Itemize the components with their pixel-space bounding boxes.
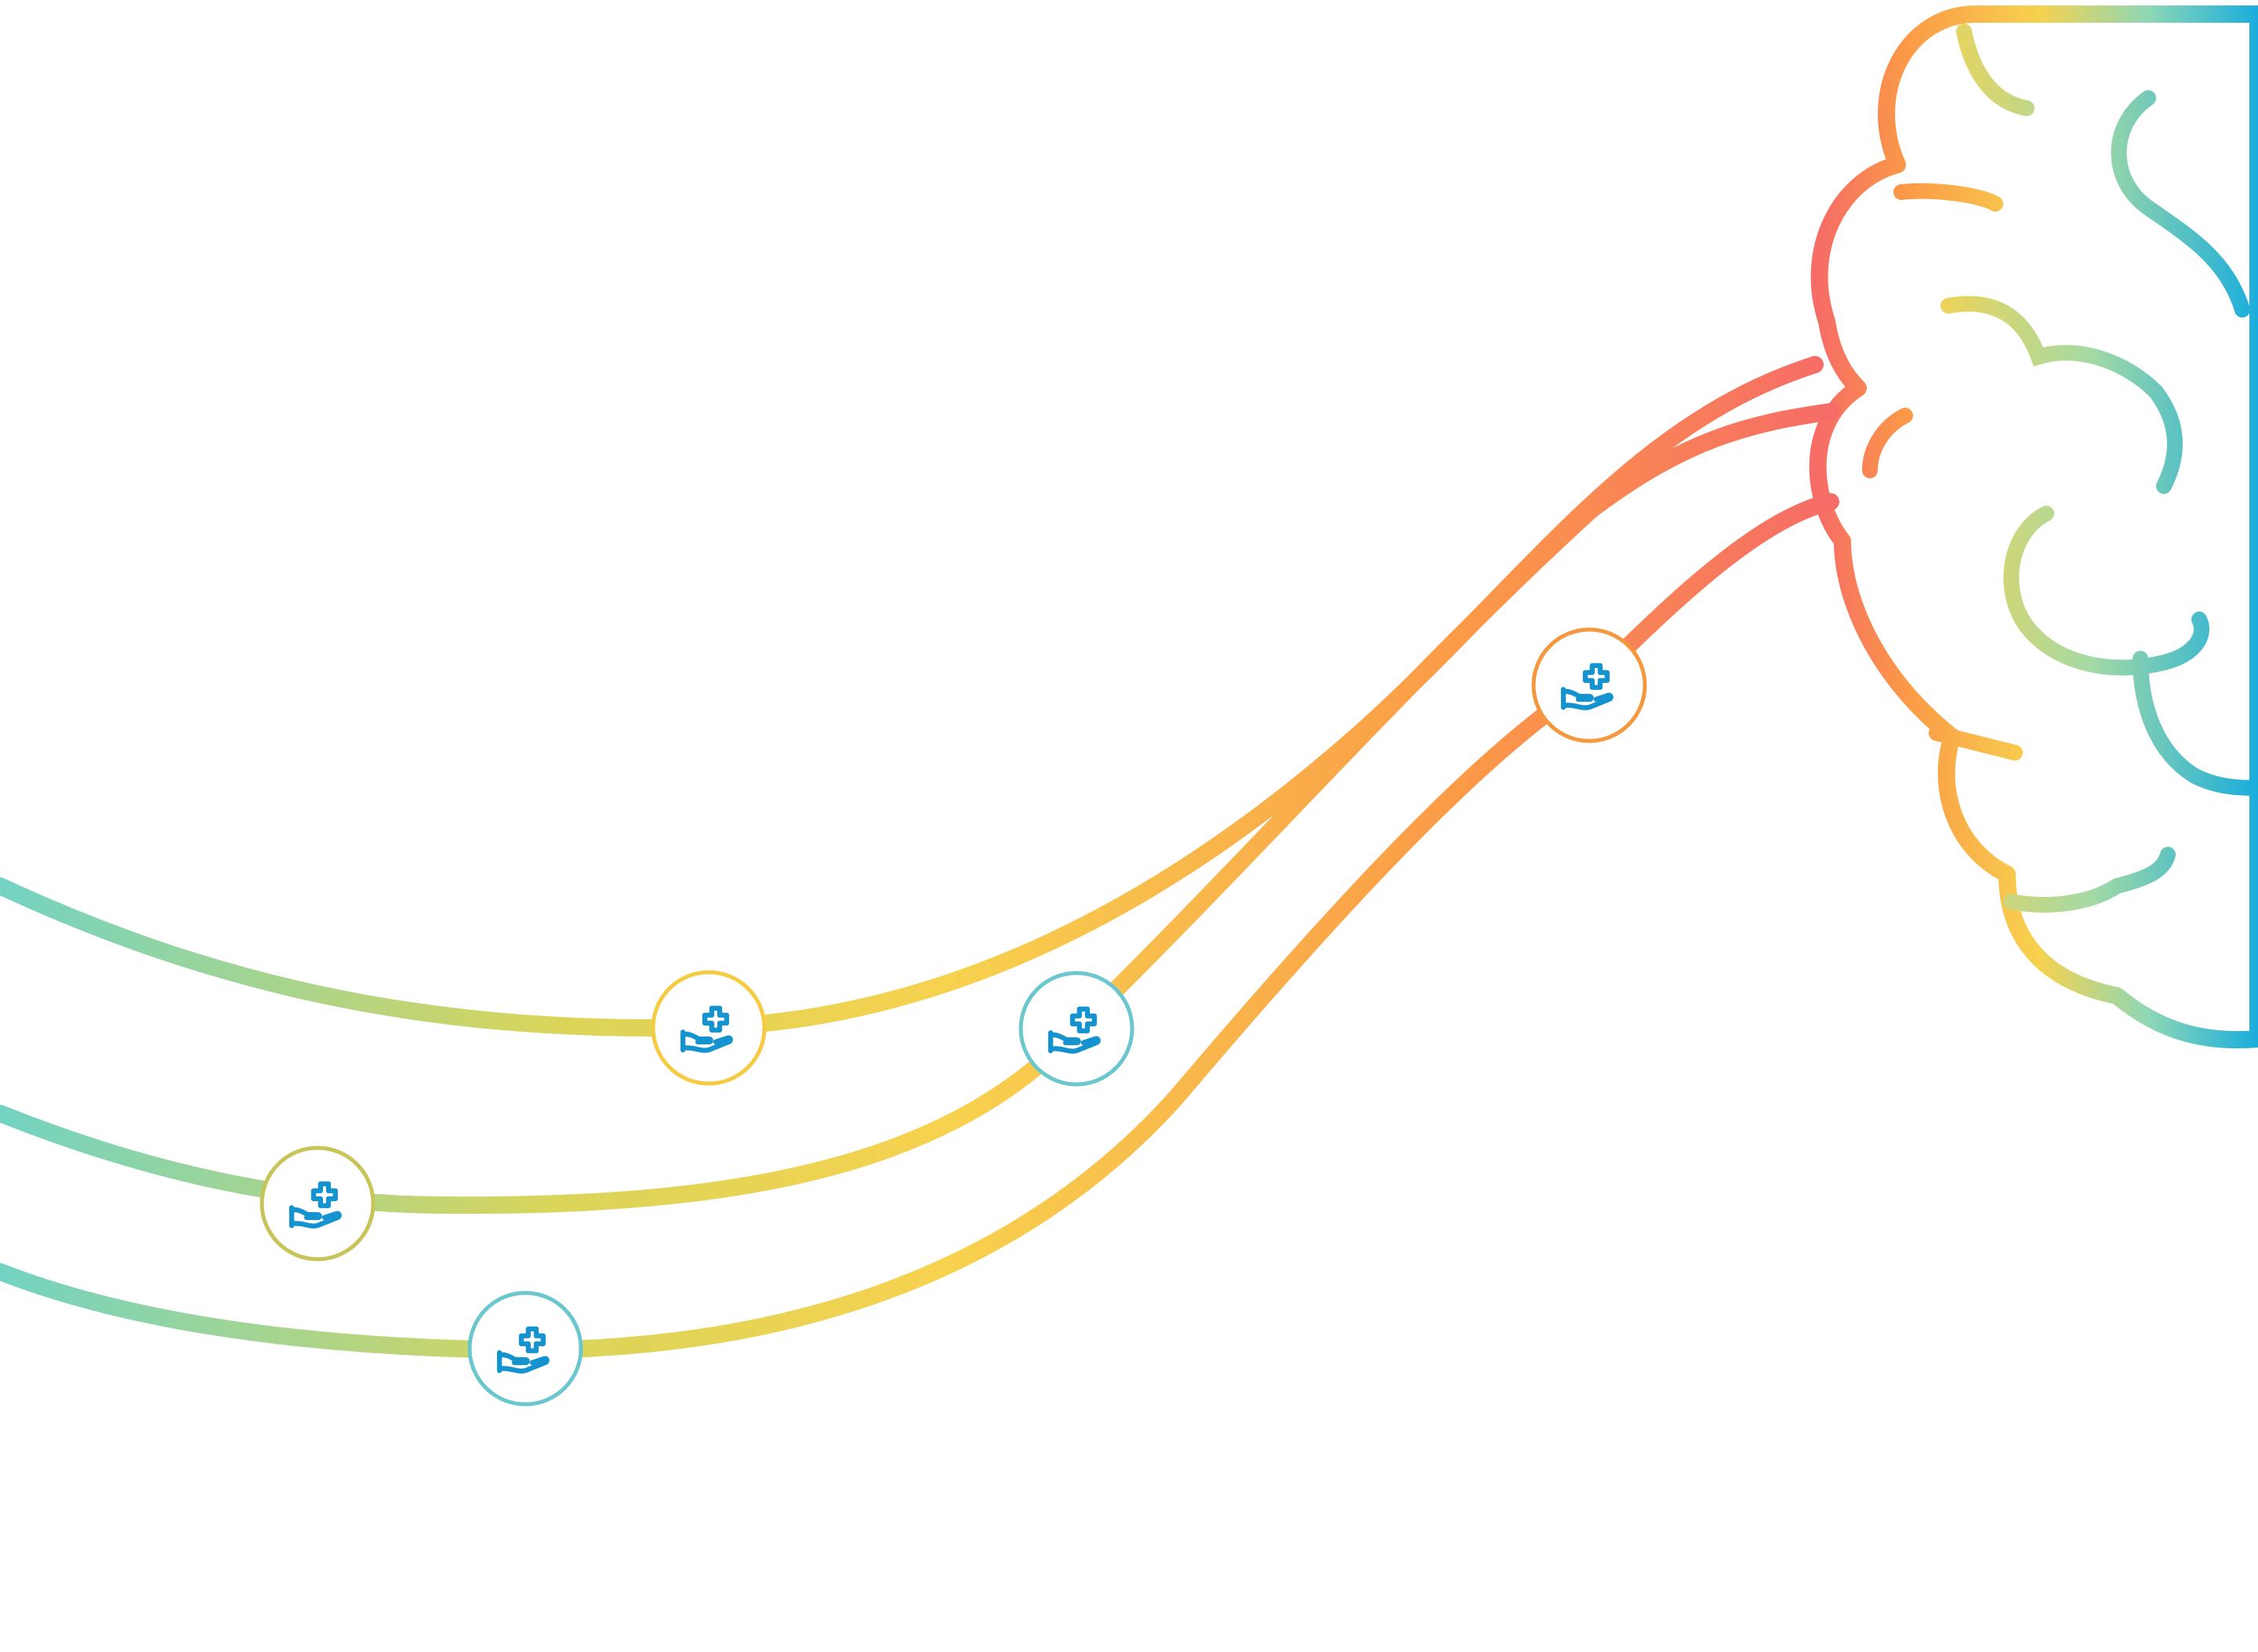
brain-shape: [1809, 5, 2258, 1049]
badge-ring: [260, 1146, 376, 1262]
badge-3: [1531, 627, 1647, 743]
brain-outline: [1809, 5, 2258, 1049]
badge-1: [651, 970, 767, 1086]
badge-4: [260, 1146, 376, 1262]
badge-ring: [1018, 971, 1134, 1087]
brain-folds: [1862, 24, 2258, 913]
badge-2: [1018, 971, 1134, 1087]
badge-ring: [1531, 627, 1647, 743]
badge-ring: [651, 970, 767, 1086]
badge-ring: [467, 1291, 583, 1407]
badge-5: [467, 1291, 583, 1407]
